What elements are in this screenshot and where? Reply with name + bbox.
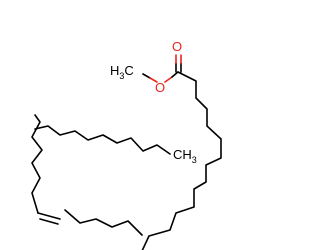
carbon-chain-left [31,114,43,214]
methoxy-label: H3C [110,63,134,81]
carbon-chain-top-left [34,125,171,155]
ester-group [142,54,182,83]
cis-double-bond-inner [39,218,59,225]
ester-oxygen-label: O [155,80,165,95]
carbonyl-oxygen-label: O [172,39,182,54]
carbon-chain-upper [141,71,222,250]
cis-double-bond [37,212,61,220]
structure-diagram: O O H3C CH3 [31,39,222,250]
terminal-methyl-label: CH3 [173,147,197,165]
bond-oxygen-carbonyl-red [164,76,173,83]
skeletal-formula: O O H3C CH3 [31,39,222,250]
bond-methyl-oxygen-black [142,73,151,79]
bond-methyl-oxygen-red [149,77,158,83]
bond-oxygen-carbonyl-black [171,71,179,78]
carbon-chain-lower [64,209,143,236]
